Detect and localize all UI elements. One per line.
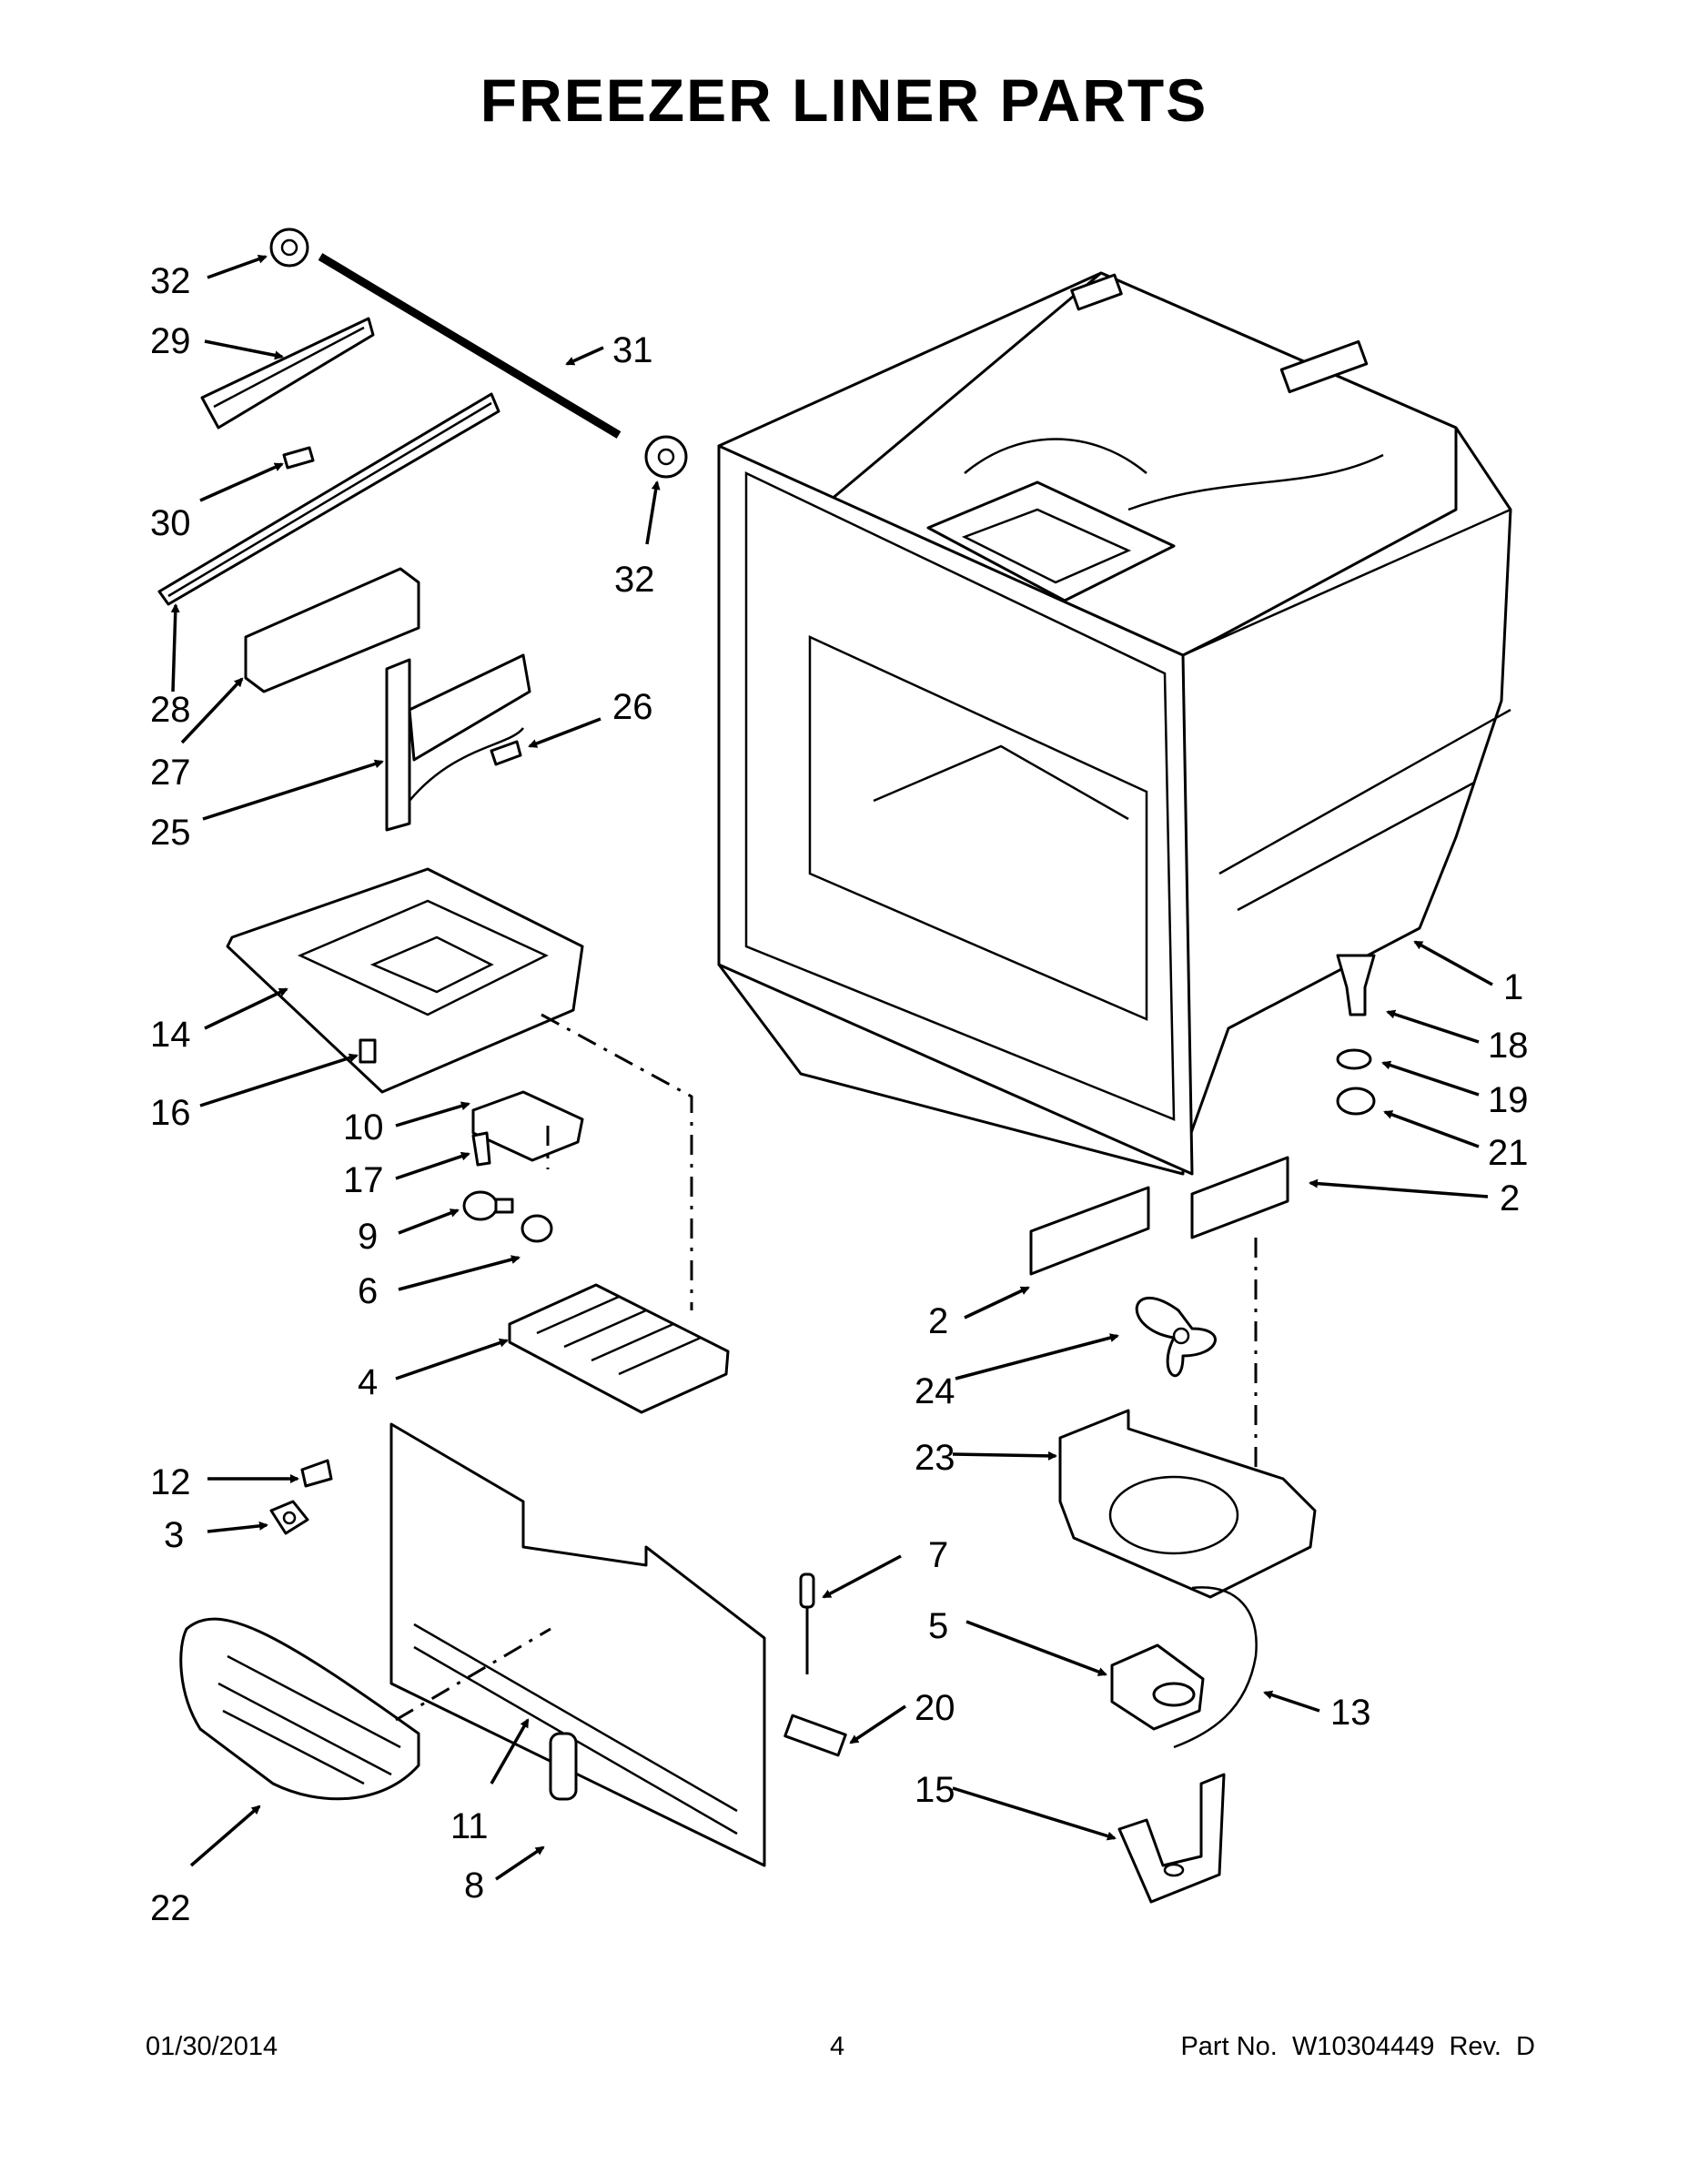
- page-title: FREEZER LINER PARTS: [480, 66, 1208, 134]
- footer-part-number: Part No. W10304449 Rev. D: [1180, 2032, 1535, 2061]
- screw-12: [300, 1459, 333, 1488]
- callout-31: 31: [612, 330, 653, 370]
- bracket-25: [385, 653, 531, 832]
- fan-motor-5: [1110, 1643, 1205, 1731]
- callout-27: 27: [150, 753, 191, 793]
- gear-32-bottom: [644, 435, 688, 479]
- callout-11: 11: [450, 1806, 489, 1846]
- freezer-liner-part: [717, 271, 1512, 1176]
- callout-22: 22: [150, 1888, 191, 1928]
- insulation-2-left: [1029, 1186, 1150, 1276]
- light-housing-10: [471, 1090, 584, 1162]
- insulation-2-right: [1190, 1156, 1289, 1239]
- tray-14: [226, 867, 584, 1094]
- foam-20: [783, 1714, 847, 1757]
- grille-22: [179, 1617, 420, 1801]
- fan-shroud-23: [1058, 1409, 1317, 1599]
- callout-1: 1: [1503, 967, 1523, 1007]
- motor-bracket-15: [1117, 1773, 1226, 1904]
- callout-10: 10: [343, 1107, 384, 1148]
- callout-5: 5: [928, 1606, 948, 1646]
- callout-12: 12: [150, 1462, 191, 1502]
- rail-29: [200, 317, 375, 430]
- ring-19: [1336, 1048, 1372, 1070]
- bulb-9: [462, 1190, 514, 1221]
- callout-3: 3: [164, 1515, 184, 1555]
- callout-labels: 32 29 31 30 32 28 27 26 25 14 16 10 17 9…: [150, 261, 1529, 1928]
- tool-8: [549, 1732, 578, 1801]
- callout-24: 24: [915, 1371, 955, 1411]
- footer-page-number: 4: [830, 2032, 845, 2061]
- callout-2-left: 2: [928, 1301, 948, 1341]
- callout-29: 29: [150, 321, 191, 361]
- gear-32-top: [269, 228, 309, 268]
- leader-lines: [170, 255, 1493, 1881]
- screw-30: [282, 446, 315, 470]
- callout-16: 16: [150, 1093, 191, 1133]
- rail-cap-27: [244, 567, 420, 693]
- screw-17: [471, 1131, 491, 1167]
- callout-26: 26: [612, 687, 653, 727]
- slide-rail-28: [157, 392, 500, 606]
- callout-32-top: 32: [150, 261, 191, 301]
- callout-23: 23: [915, 1438, 955, 1478]
- screw-26: [490, 740, 522, 766]
- air-panel-11: [389, 1422, 766, 1867]
- callout-25: 25: [150, 813, 191, 853]
- shelf-grate-4: [508, 1283, 730, 1414]
- shaft-31: [318, 253, 622, 439]
- callout-8: 8: [464, 1866, 484, 1906]
- callout-9: 9: [358, 1217, 378, 1257]
- callout-6: 6: [358, 1271, 378, 1311]
- callout-30: 30: [150, 503, 191, 543]
- callout-32-bottom: 32: [614, 560, 655, 600]
- drain-18: [1336, 954, 1376, 1016]
- callout-14: 14: [150, 1015, 191, 1055]
- callout-18: 18: [1488, 1026, 1529, 1066]
- cap-21: [1336, 1087, 1376, 1116]
- motor-plate-3: [269, 1500, 309, 1535]
- thermistor-7: [799, 1572, 815, 1674]
- callout-2-right: 2: [1500, 1178, 1520, 1218]
- harness-13: [1173, 1586, 1258, 1749]
- socket-6: [521, 1214, 553, 1243]
- callout-20: 20: [915, 1688, 955, 1728]
- callout-15: 15: [915, 1770, 955, 1810]
- switch-16: [359, 1038, 377, 1064]
- callout-13: 13: [1330, 1693, 1371, 1733]
- callout-7: 7: [928, 1535, 948, 1575]
- footer-date: 01/30/2014: [146, 2032, 278, 2061]
- callout-4: 4: [358, 1362, 378, 1402]
- callout-21: 21: [1488, 1133, 1529, 1173]
- callout-28: 28: [150, 690, 191, 730]
- fan-blade-24: [1135, 1297, 1217, 1378]
- callout-19: 19: [1488, 1080, 1529, 1120]
- callout-17: 17: [343, 1160, 384, 1200]
